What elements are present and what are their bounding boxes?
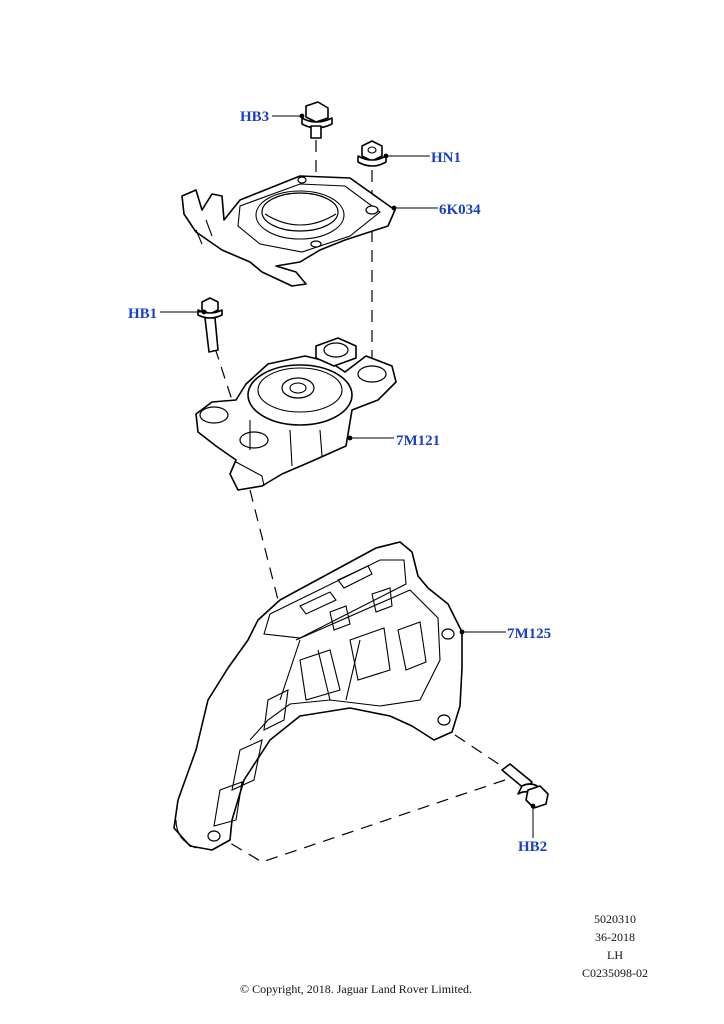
callout-hn1: HN1 bbox=[431, 150, 461, 166]
upper-bracket-6k034 bbox=[181, 175, 396, 287]
callout-hb3: HB3 bbox=[240, 109, 270, 125]
reference-code: 5020310 bbox=[594, 912, 636, 926]
engine-mount-7m121 bbox=[195, 337, 397, 491]
callout-7m121: 7M121 bbox=[396, 433, 441, 449]
bolt-hb2 bbox=[501, 763, 549, 809]
callout-leaders bbox=[160, 113, 536, 838]
reference-block: 5020310 36-2018 LH C0235098-02 bbox=[582, 910, 648, 982]
copyright-notice: © Copyright, 2018. Jaguar Land Rover Lim… bbox=[239, 982, 473, 996]
bolt-hb3 bbox=[301, 101, 333, 139]
nut-hn1 bbox=[357, 140, 387, 167]
reference-date: 36-2018 bbox=[595, 930, 635, 944]
callout-hb1: HB1 bbox=[128, 306, 158, 322]
reference-side: LH bbox=[607, 948, 623, 962]
bolt-hb1 bbox=[197, 297, 223, 353]
callout-6k034: 6K034 bbox=[439, 202, 481, 218]
callout-hb2: HB2 bbox=[518, 839, 548, 855]
lower-bracket-7m125 bbox=[173, 541, 463, 851]
callout-7m125: 7M125 bbox=[507, 626, 552, 642]
reference-id: C0235098-02 bbox=[582, 966, 648, 980]
